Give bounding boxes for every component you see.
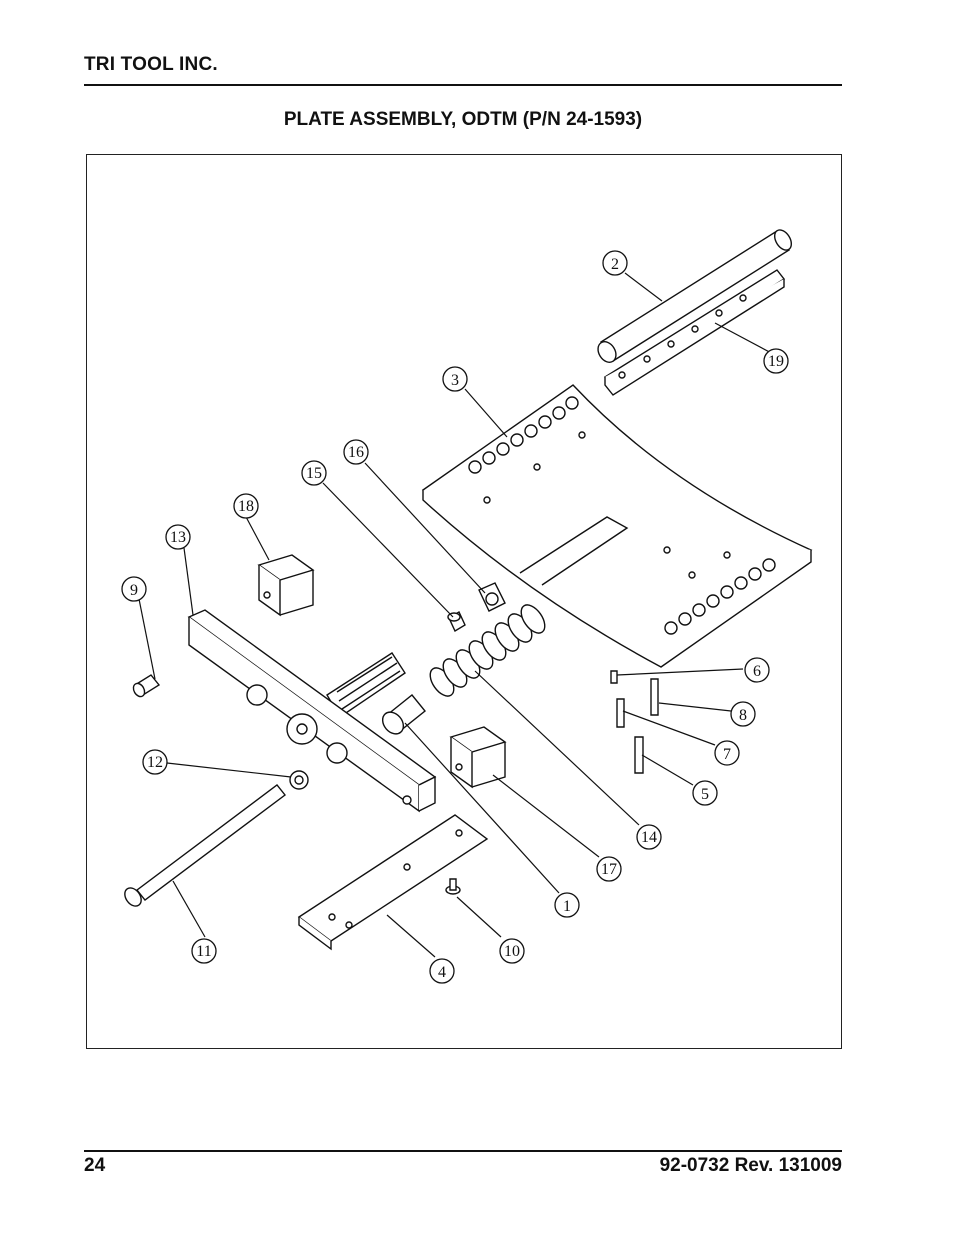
callout-layer: 1 2 3 4 5 6 7 8 9 10 11 12 13 14 15 16 1… [121, 250, 789, 984]
callout-3: 3 [442, 366, 468, 392]
callout-label: 15 [306, 465, 322, 482]
callout-9: 9 [121, 576, 147, 602]
callout-17: 17 [596, 856, 622, 882]
callout-1: 1 [554, 892, 580, 918]
part-rod [597, 229, 793, 363]
document-id: 92-0732 Rev. 131009 [659, 1155, 842, 1176]
part-cap-screw [132, 674, 161, 698]
callout-label: 4 [438, 964, 446, 981]
header-rule [84, 84, 842, 86]
callout-5: 5 [692, 780, 718, 806]
callout-19: 19 [763, 348, 789, 374]
exploded-view-figure: 1 2 3 4 5 6 7 8 9 10 11 12 13 14 15 16 1… [86, 154, 842, 1049]
part-pins [610, 670, 659, 774]
callout-4: 4 [429, 958, 455, 984]
callout-label: 13 [170, 529, 186, 546]
part-sprocket [286, 713, 318, 745]
callout-16: 16 [343, 439, 369, 465]
callout-7: 7 [714, 740, 740, 766]
part-spring [429, 604, 546, 697]
footer-rule [84, 1150, 842, 1152]
part-main-plate [421, 384, 813, 668]
callout-label: 8 [739, 707, 747, 724]
callout-label: 14 [641, 829, 657, 846]
part-arm-body [187, 609, 437, 813]
callout-label: 17 [601, 861, 617, 878]
callout-label: 2 [611, 256, 619, 273]
part-small-stud [445, 878, 461, 895]
callout-label: 9 [130, 582, 138, 599]
callout-8: 8 [730, 701, 756, 727]
callout-15: 15 [301, 460, 327, 486]
page-title: PLATE ASSEMBLY, ODTM (P/N 24-1593) [283, 109, 643, 130]
callout-label: 1 [563, 898, 571, 915]
callout-13: 13 [165, 524, 191, 550]
page-number: 24 [84, 1155, 106, 1176]
callout-label: 18 [238, 498, 254, 515]
callout-label: 10 [504, 943, 520, 960]
callout-label: 5 [701, 786, 709, 803]
part-bearing-block [478, 582, 506, 612]
exploded-view-drawing [124, 229, 813, 958]
part-block-upper [257, 554, 315, 617]
part-block-lower [449, 726, 507, 789]
callout-label: 11 [196, 943, 211, 960]
callout-label: 19 [768, 353, 784, 370]
part-flat-bar [297, 814, 489, 951]
callout-label: 12 [147, 754, 163, 771]
callout-label: 16 [348, 444, 364, 461]
callout-label: 3 [451, 372, 459, 389]
part-sleeve [381, 694, 426, 735]
callout-6: 6 [744, 657, 770, 683]
part-long-bolt [124, 784, 286, 907]
callout-2: 2 [602, 250, 628, 276]
part-rail [603, 269, 786, 396]
callout-18: 18 [233, 493, 259, 519]
callout-label: 7 [723, 746, 731, 763]
callout-11: 11 [191, 938, 217, 964]
callout-12: 12 [142, 749, 168, 775]
callout-14: 14 [636, 824, 662, 850]
part-washer [289, 770, 309, 790]
callout-10: 10 [499, 938, 525, 964]
callout-label: 6 [753, 663, 761, 680]
leader-lines [138, 272, 776, 958]
company-name: TRI TOOL INC. [84, 54, 218, 75]
